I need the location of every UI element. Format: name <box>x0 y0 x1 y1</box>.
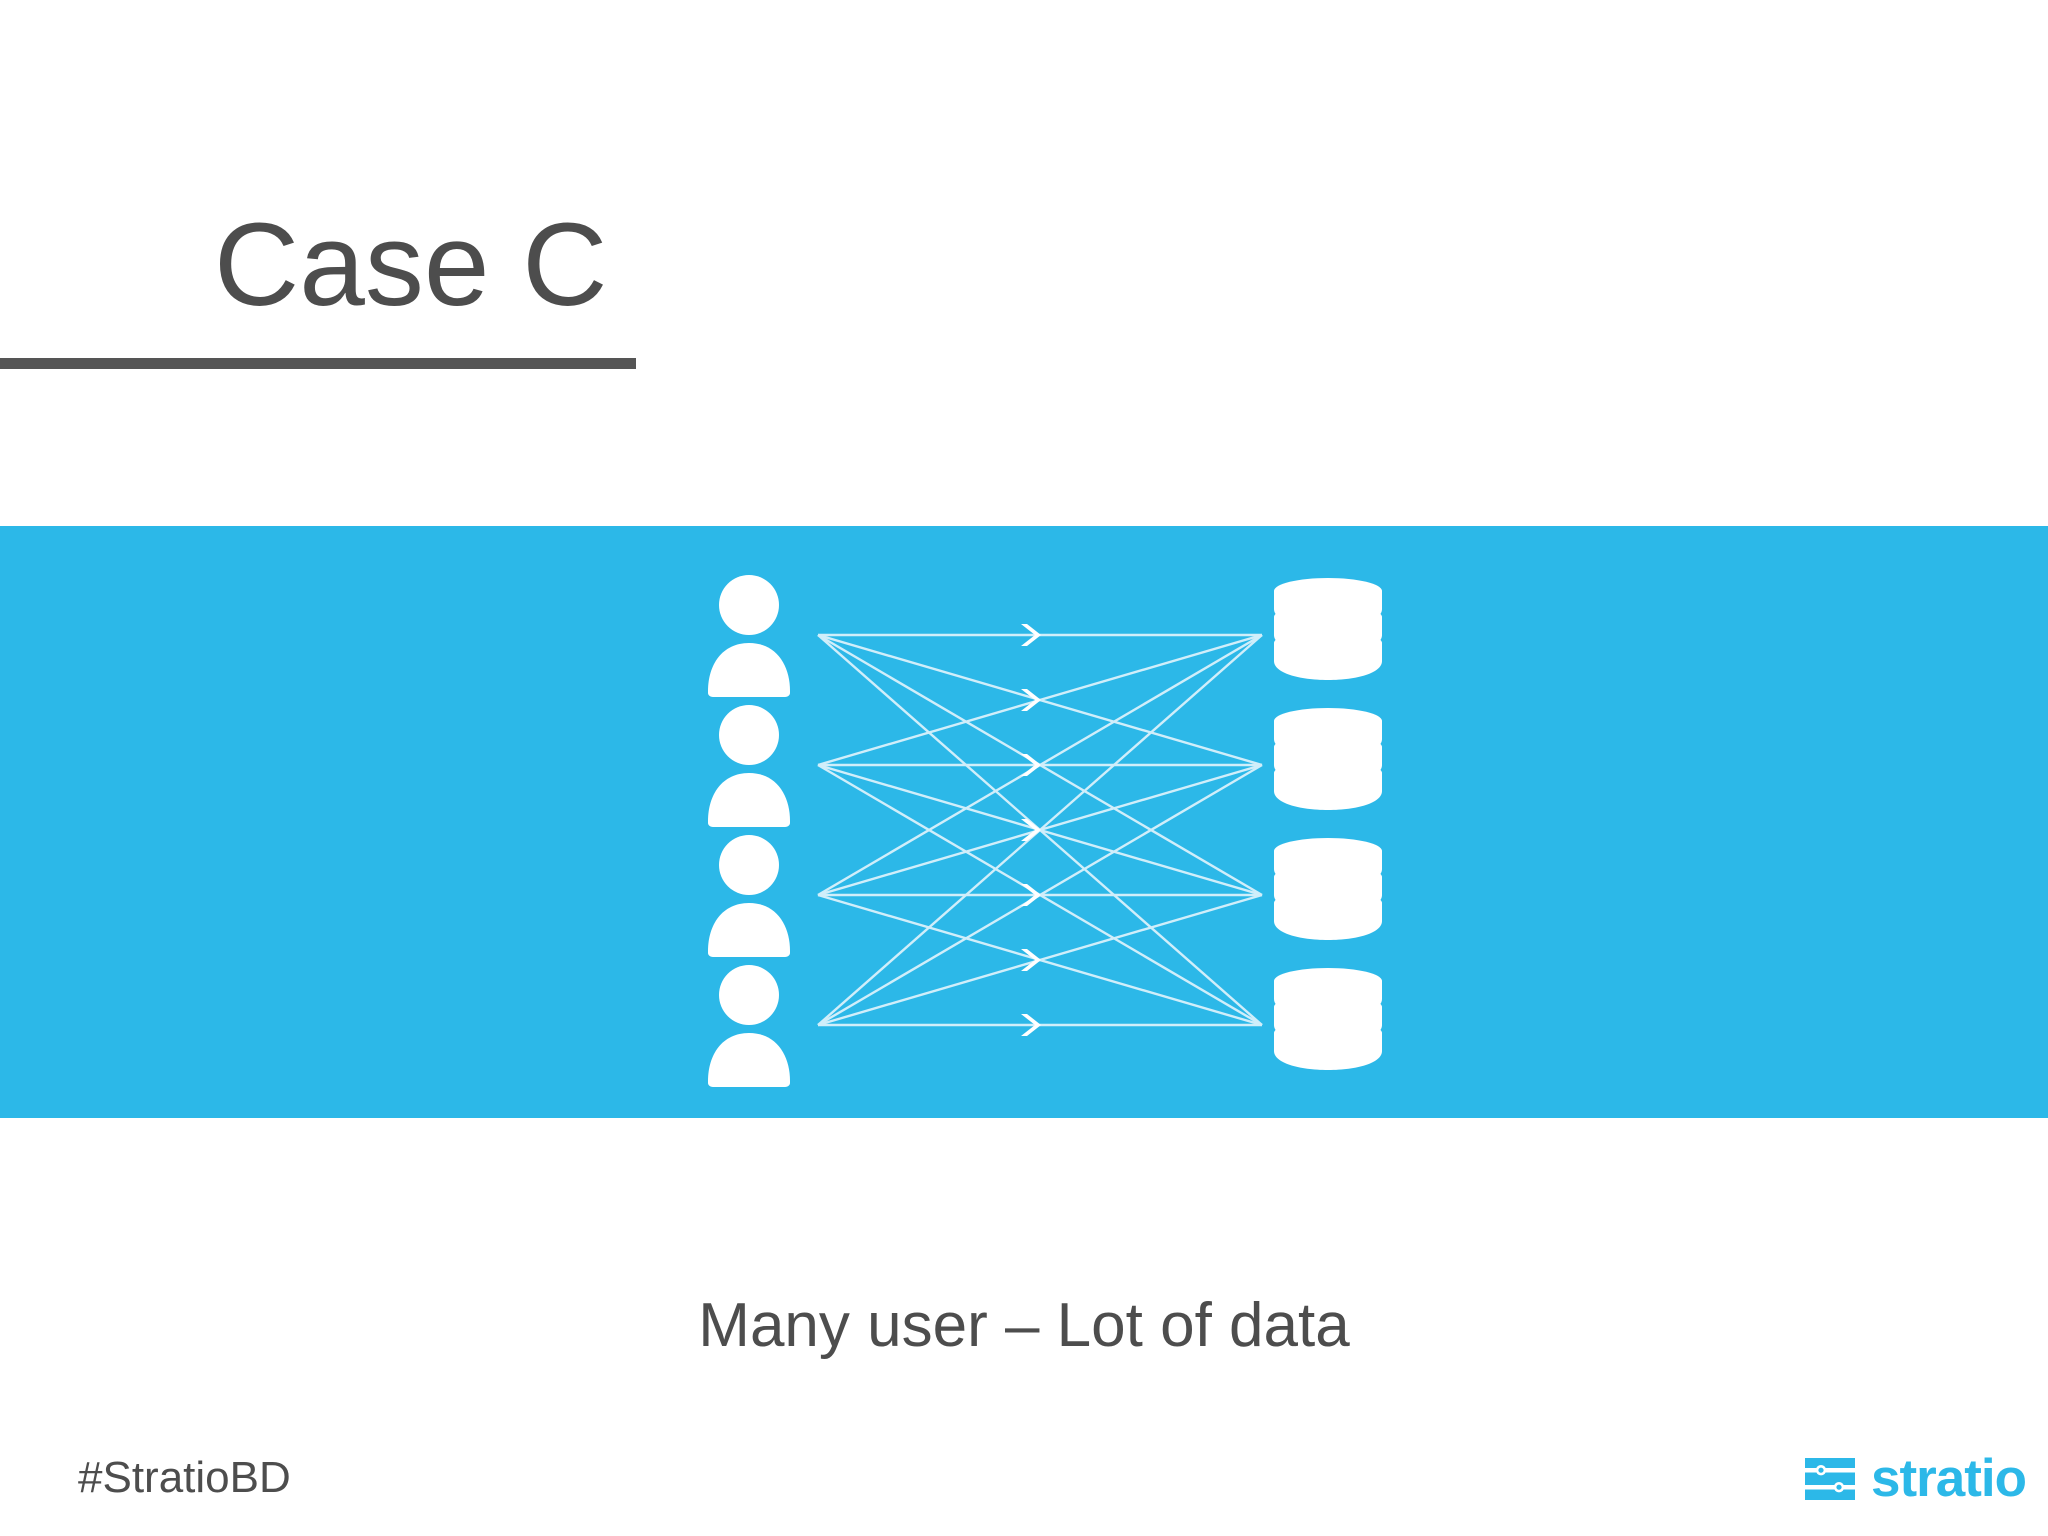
stratio-logo-mark-icon <box>1805 1454 1856 1504</box>
bipartite-network-diagram <box>0 526 2048 1118</box>
stratio-logo: stratio <box>1805 1449 2027 1508</box>
database-icon-group <box>1274 578 1382 1070</box>
chevron-right-icon <box>1021 689 1041 711</box>
stratio-wordmark: stratio <box>1871 1449 2027 1508</box>
database-icon <box>1274 578 1382 680</box>
database-icon <box>1274 708 1382 810</box>
database-icon <box>1274 838 1382 940</box>
chevron-right-icon <box>1021 949 1041 971</box>
diagram-band <box>0 526 2048 1118</box>
user-icon-group <box>708 575 790 1087</box>
chevron-right-icon-group <box>1021 624 1041 1036</box>
footer-hashtag: #StratioBD <box>78 1453 291 1502</box>
user-icon <box>708 705 790 827</box>
chevron-right-icon <box>1021 819 1041 841</box>
user-icon <box>708 835 790 957</box>
user-icon <box>708 575 790 697</box>
diagram-caption: Many user – Lot of data <box>698 1291 1350 1360</box>
title-underline-rule <box>0 358 636 369</box>
page-title: Case C <box>214 199 608 331</box>
database-icon <box>1274 968 1382 1070</box>
user-icon <box>708 965 790 1087</box>
